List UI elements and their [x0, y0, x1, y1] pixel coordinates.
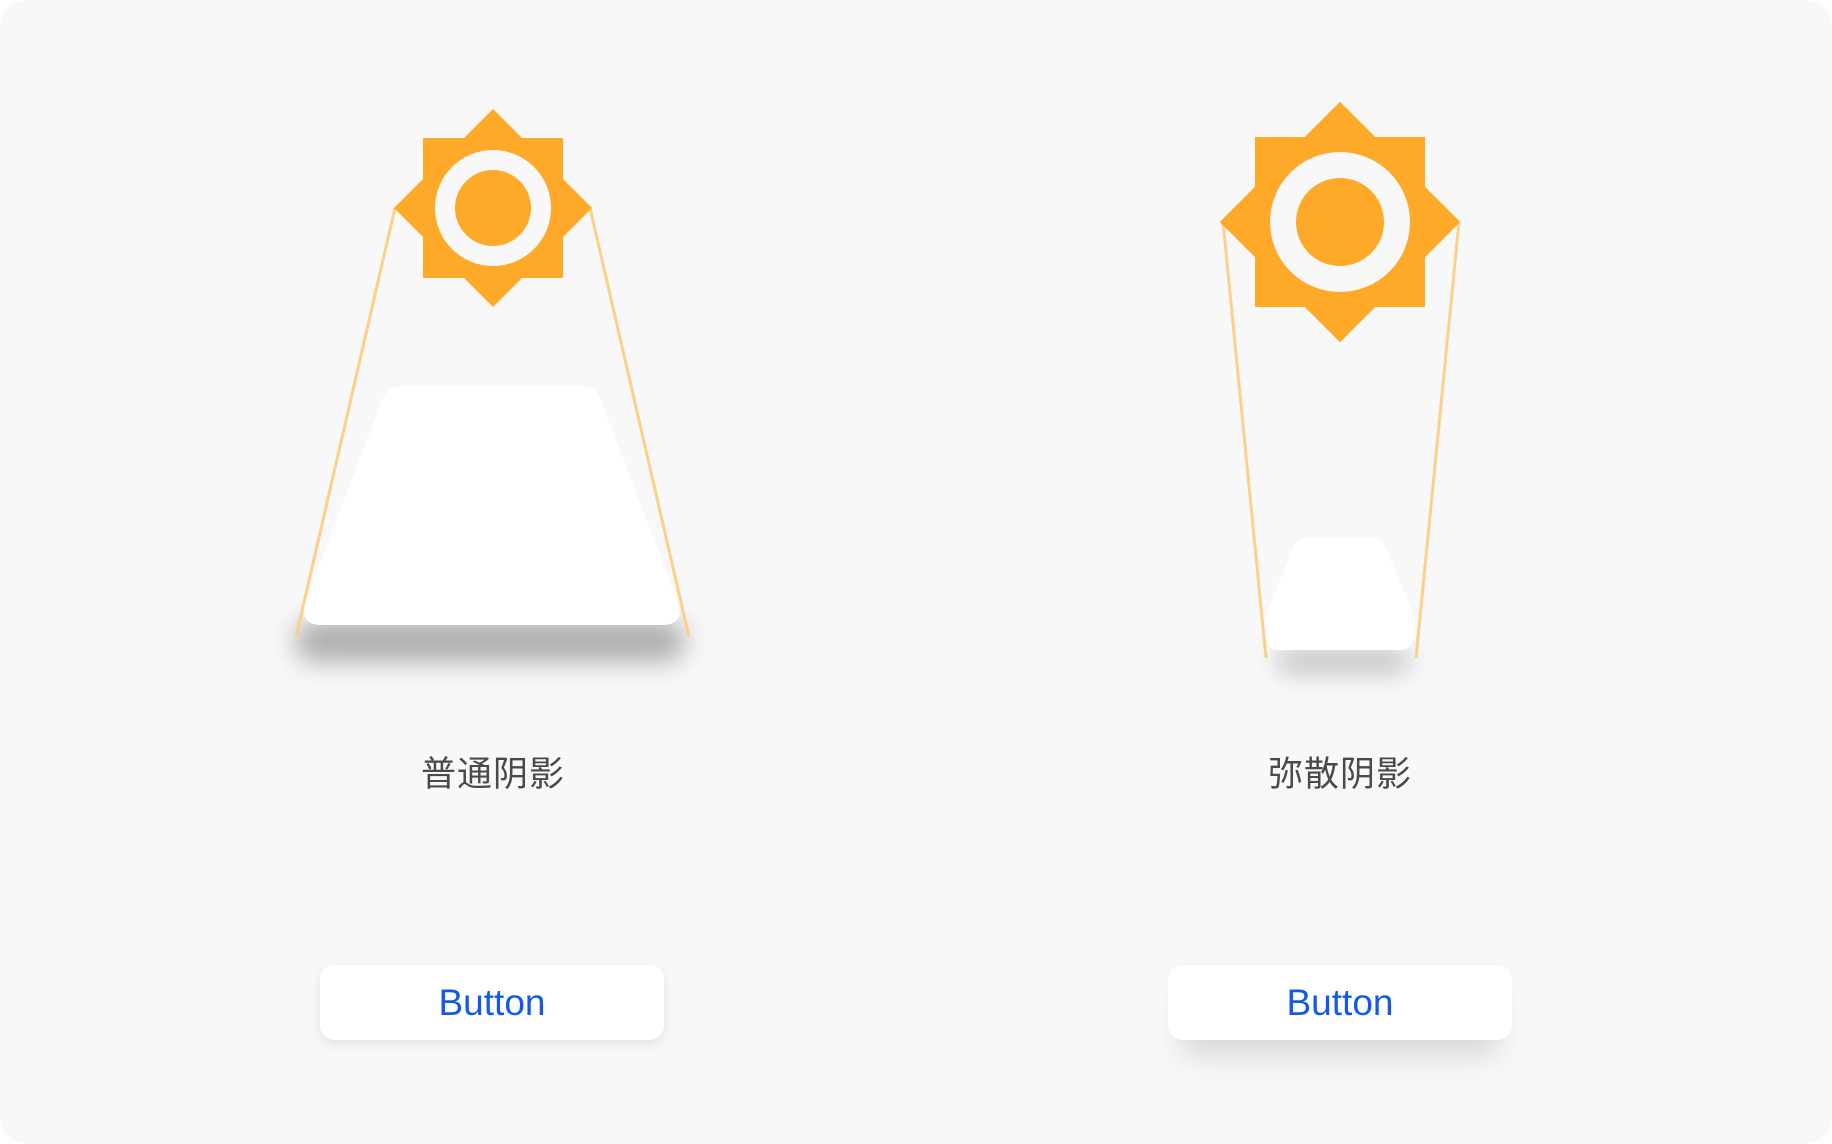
sun-icon	[394, 109, 592, 307]
diffuse-object	[1264, 538, 1416, 650]
diffuse-shadow-button[interactable]: Button	[1168, 965, 1512, 1040]
normal-object	[304, 386, 680, 625]
sun-icon	[1219, 101, 1461, 343]
diffuse-shadow-caption: 弥散阴影	[1267, 755, 1412, 795]
diffuse-shadow-illustration	[1219, 101, 1461, 674]
diffuse-cast-shadow	[1276, 648, 1410, 674]
diffuse-light-ray-right	[1414, 221, 1461, 659]
diffuse-light-ray-left	[1221, 221, 1268, 659]
normal-shadow-illustration	[294, 109, 691, 662]
normal-light-ray-left	[294, 207, 397, 638]
normal-cast-shadow	[295, 620, 685, 662]
normal-light-ray-right	[588, 207, 691, 638]
normal-shadow-button[interactable]: Button	[320, 965, 664, 1040]
normal-shadow-caption: 普通阴影	[420, 755, 565, 795]
